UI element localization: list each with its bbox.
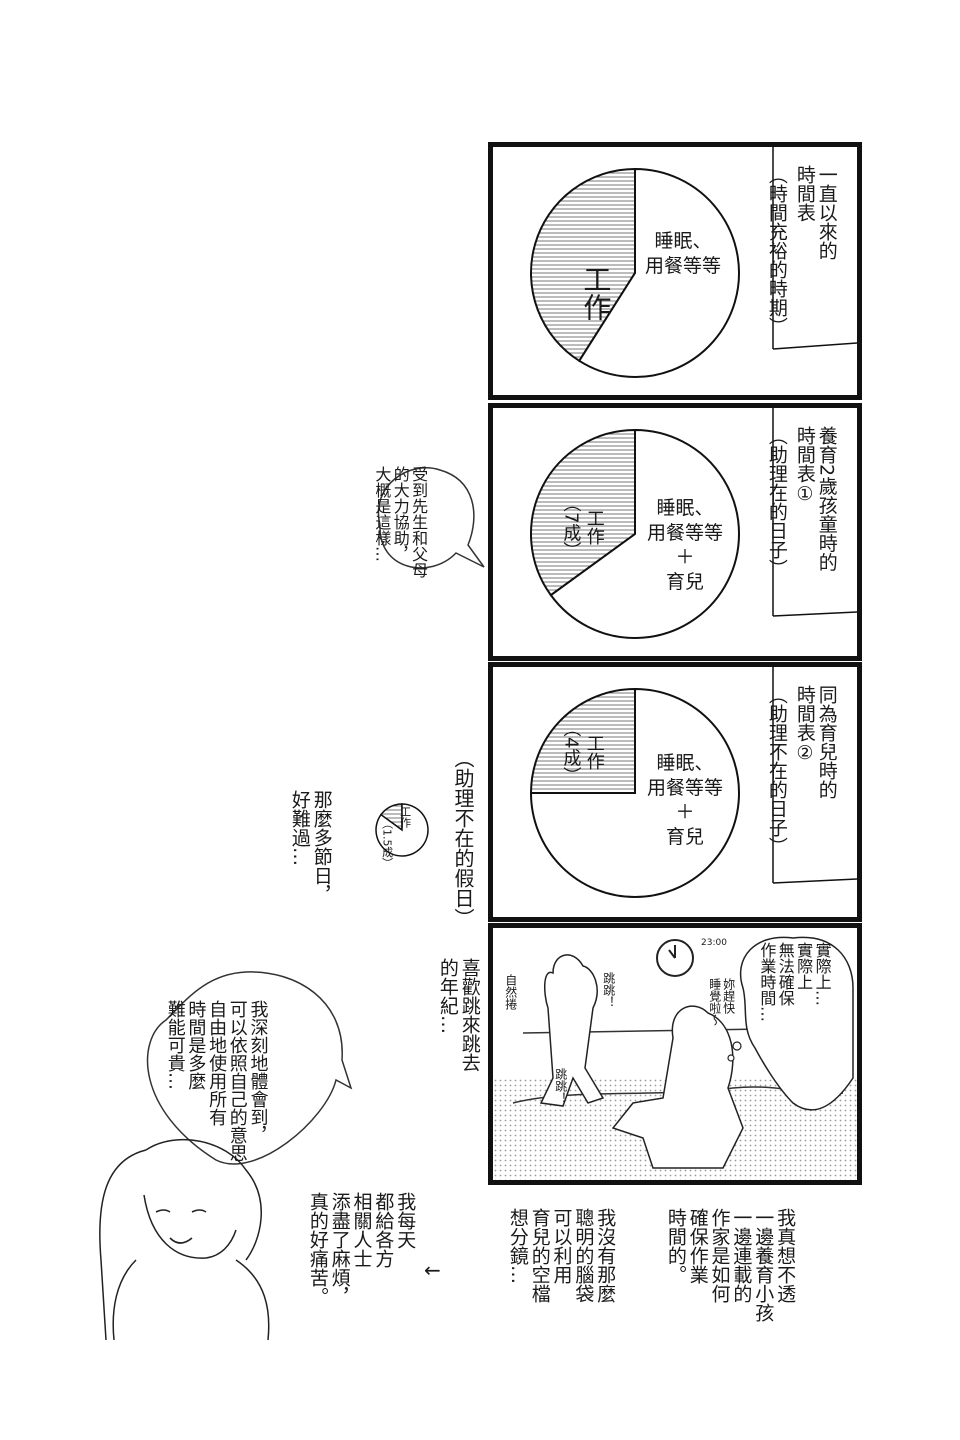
pie-label-work: 工作 （7成） — [560, 494, 605, 560]
speech-bubble-outline — [146, 971, 353, 1165]
character-speech: 我深刻地體會到， 可以依照自己的意思 自由地使用所有 時間是多麼 難能可貴… — [164, 1000, 269, 1162]
panel-1-subtitle: （時間充裕的時期） — [765, 165, 788, 336]
pie-slice-work — [529, 687, 636, 794]
jump-sfx-1: 跳跳！ — [601, 972, 616, 1008]
character-drawing — [99, 971, 353, 1341]
panel-1: 工作 睡眠、 用餐等等 一直以來的 時間表 （時間充裕的時期） — [488, 142, 862, 400]
pie-label-work: 工作 — [579, 265, 613, 321]
label-box-edge — [772, 878, 857, 884]
pie-slice-sleep-childcare — [549, 428, 740, 639]
child-figure — [539, 954, 605, 1107]
label-box-edge — [772, 342, 857, 350]
small-pie-label-work: 工作 — [398, 806, 412, 828]
panel-4-side-note: 喜歡跳來跳去 的年紀… — [436, 958, 481, 1072]
panel-2-note: 受到先生和父母 的大力協助， 大概是這樣… — [372, 466, 429, 578]
panel-3-subtitle: （助理不在的日子） — [765, 685, 788, 856]
clock-time: 23:00 — [701, 938, 727, 948]
panel-2-title: 養育2歲孩童時的 時間表① — [793, 426, 838, 572]
thought-text: 實際上… 實際上 無法確保 作業時間… — [757, 942, 832, 1022]
narration-left: 我每天 都給各方 相關人士 添盡了麻煩， 真的好痛苦。 — [306, 1192, 417, 1306]
pie-chart-2 — [530, 408, 857, 639]
mother-figure — [611, 1005, 744, 1169]
character-face — [143, 1194, 237, 1259]
pie-slice-work — [530, 428, 636, 597]
curly-hair-label: 自然捲 — [503, 974, 518, 1010]
panel-2-subtitle: （助理在的日子） — [765, 426, 788, 578]
panel-4-scene — [493, 936, 857, 1180]
pie-slice-sleep — [577, 167, 740, 378]
pie-chart-1 — [530, 147, 857, 378]
pie-slice-other — [375, 803, 429, 857]
panel-3-title: 同為育兒時的 時間表② — [793, 685, 838, 799]
holiday-label: （助理不在的假日） — [451, 748, 475, 928]
pie-label-work: 工作 （4成） — [560, 719, 605, 785]
small-pie-chart — [375, 803, 429, 857]
speech-bubble-outline — [377, 467, 485, 569]
panel-1-title: 一直以來的 時間表 — [793, 165, 838, 260]
narration-middle: 我沒有那麼 聰明的腦袋 可以利用 育兒的空檔 想分鏡… — [506, 1208, 617, 1303]
panel-3: 工作 （4成） 睡眠、 用餐等等 ＋ 育兒 同為育兒時的 時間表② （助理不在的… — [488, 662, 862, 922]
label-box-edge — [772, 611, 857, 617]
small-pie-label-value: （1.5成） — [380, 818, 394, 869]
pie-chart-3 — [529, 667, 857, 898]
narration-right: 我真想不透 一邊養育小孩 一邊連載的 作家是如何 確保作業 時間的。 — [664, 1208, 797, 1322]
pie-label-sleep-childcare: 睡眠、 用餐等等 ＋ 育兒 — [647, 497, 724, 594]
panel-2: 工作 （7成） 睡眠、 用餐等等 ＋ 育兒 養育2歲孩童時的 時間表① （助理在… — [488, 403, 862, 661]
pie-label-sleep: 睡眠、 用餐等等 — [645, 230, 722, 277]
panel-4: 23:00 實際上… 實際上 無法確保 作業時間… 妳趕快 睡覺啦～ 跳跳！ 跳… — [488, 923, 862, 1185]
arrow-left-icon: ← — [424, 1258, 441, 1282]
jump-sfx-2: 跳跳！ — [553, 1068, 568, 1104]
holiday-note: 那麼多節日， 好難過… — [288, 790, 333, 904]
thought-bubble — [739, 936, 854, 1111]
pie-slice-sleep-childcare — [529, 687, 740, 898]
mom-speech: 妳趕快 睡覺啦～ — [707, 978, 736, 1026]
pie-label-sleep-childcare: 睡眠、 用餐等等 ＋ 育兒 — [647, 752, 724, 849]
